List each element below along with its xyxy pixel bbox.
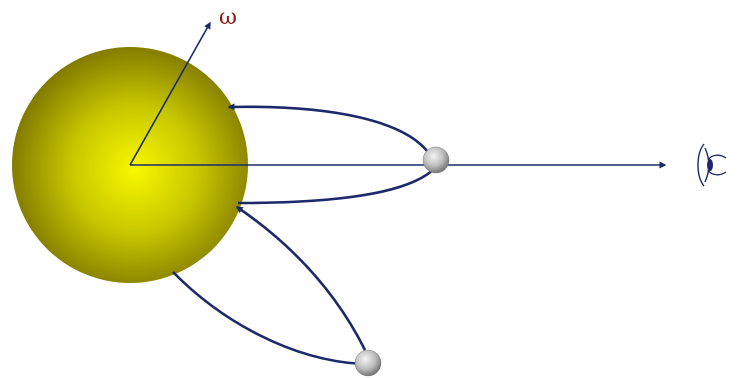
rotation-axis-arrow bbox=[129, 21, 211, 166]
lower-loop-arc-outer bbox=[172, 271, 363, 366]
upper-loop-arc-bottom bbox=[237, 166, 437, 205]
particle-lower bbox=[354, 349, 382, 377]
lower-loop-arc-inner bbox=[235, 205, 367, 351]
upper-loop-arc-top bbox=[227, 103, 434, 159]
eye-icon bbox=[697, 143, 727, 187]
omega-label: ω bbox=[219, 5, 237, 30]
particle-upper bbox=[422, 146, 450, 174]
